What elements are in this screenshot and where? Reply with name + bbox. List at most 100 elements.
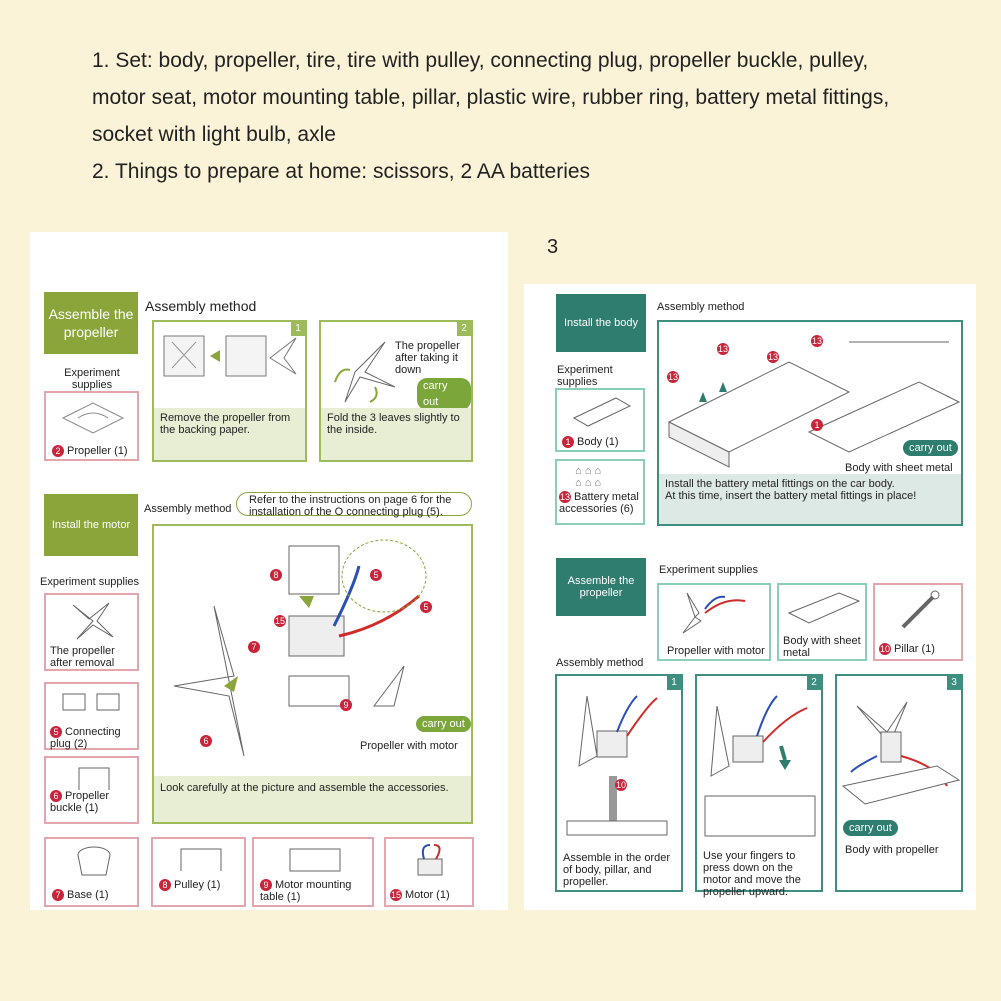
- step-caption: Use your fingers to press down on the mo…: [697, 846, 821, 890]
- carry-out-badge: carry out: [417, 378, 471, 410]
- body-sheet-metal-image: [783, 587, 863, 627]
- assembly-method-label: Assembly method: [144, 503, 231, 515]
- supply-number: 5: [50, 726, 62, 738]
- label-fitting-2: 13: [667, 371, 679, 383]
- label-pulley: 8: [270, 569, 282, 581]
- motor-assembly-diagram: 8 5 15 5 7 9 6 carry out Propeller with …: [152, 524, 473, 824]
- intro-text: 1. Set: body, propeller, tire, tire with…: [92, 42, 972, 190]
- supply-number: 10: [879, 643, 891, 655]
- assembly-method-label: Assembly method: [145, 298, 256, 314]
- carry-out-badge: carry out: [416, 716, 471, 732]
- label-body: 1: [811, 419, 823, 431]
- label-motor: 15: [274, 615, 286, 627]
- supply-label: Motor mounting table (1): [260, 879, 351, 903]
- result-label: Body with sheet metal: [845, 462, 953, 474]
- install-motor-header: Install the motor: [44, 494, 138, 556]
- supply-label: The propeller after removal: [50, 645, 130, 669]
- pillar-image: [889, 587, 949, 631]
- supply-body-with-sheet-metal: Body with sheet metal: [777, 583, 867, 661]
- step-number: 2: [457, 322, 471, 336]
- supply-number: 2: [52, 445, 64, 457]
- assembly-method-label: Assembly method: [556, 657, 643, 669]
- supply-propeller-after-removal: The propeller after removal: [44, 593, 139, 671]
- step-caption: Install the battery metal fittings on th…: [659, 474, 961, 524]
- experiment-supplies-label: Experiment supplies: [659, 564, 758, 576]
- supply-label: Battery metal accessories (6): [559, 491, 639, 515]
- step-fold-leaves: 2 The propeller after taking it down car…: [319, 320, 473, 462]
- base-image: [64, 841, 124, 881]
- assemble-propeller-header: Assemble the propeller: [44, 292, 138, 354]
- label-fitting-4: 13: [811, 335, 823, 347]
- label-plug: 5: [370, 569, 382, 581]
- press-motor-image: [697, 676, 821, 846]
- install-body-header: Install the body: [556, 294, 646, 352]
- intro-line-2: motor seat, motor mounting table, pillar…: [92, 79, 972, 116]
- supply-label: Body with sheet metal: [783, 635, 865, 659]
- body-image: [566, 392, 636, 428]
- propeller-motor-image: [665, 587, 765, 637]
- supply-label: Base (1): [67, 889, 109, 901]
- page-number: 3: [547, 236, 558, 259]
- result-label: Propeller with motor: [360, 740, 458, 752]
- propeller-sheet-image: [53, 398, 133, 438]
- intro-line-4: 2. Things to prepare at home: scissors, …: [92, 153, 972, 190]
- step-caption: Assemble in the order of body, pillar, a…: [557, 848, 681, 890]
- motor-image: [400, 841, 460, 879]
- supply-number: 1: [562, 436, 574, 448]
- carry-out-badge: carry out: [903, 440, 958, 456]
- label-base: 7: [248, 641, 260, 653]
- assemble-order-image: [557, 676, 681, 836]
- supply-number: 9: [260, 879, 272, 891]
- experiment-supplies-label: Experiment supplies: [52, 367, 132, 391]
- label-pillar: 10: [615, 779, 627, 791]
- supply-label: Motor (1): [405, 889, 450, 901]
- body-assembly-diagram: 13 13 13 13 1 carry out Body with sheet …: [657, 320, 963, 526]
- assembly-method-label: Assembly method: [657, 301, 744, 313]
- experiment-supplies-label: Experiment supplies: [557, 364, 627, 388]
- supply-number: 15: [390, 889, 402, 901]
- mounting-table-image: [280, 841, 350, 875]
- supply-propeller-with-motor: Propeller with motor: [657, 583, 771, 661]
- supply-label: Propeller with motor: [667, 645, 765, 657]
- supply-number: 8: [159, 879, 171, 891]
- supply-number: 7: [52, 889, 64, 901]
- supply-label: Body (1): [577, 436, 619, 448]
- refer-note: Refer to the instructions on page 6 for …: [236, 492, 472, 516]
- supply-label: Pulley (1): [174, 879, 220, 891]
- step-body-with-propeller: 3 carry out Body with propeller: [835, 674, 963, 892]
- folded-propeller-image: [325, 332, 415, 412]
- supply-number: 13: [559, 491, 571, 503]
- label-mounting-table: 9: [340, 699, 352, 711]
- step-assemble-order: 1 10 Assemble in the order of body, pill…: [555, 674, 683, 892]
- step-caption: Look carefully at the picture and assemb…: [154, 776, 471, 822]
- step-remove-propeller: 1 Remove the propeller from the backing …: [152, 320, 307, 462]
- propeller-removal-image: [158, 328, 303, 408]
- result-label: Body with propeller: [845, 844, 939, 856]
- supply-label: Propeller (1): [67, 445, 128, 457]
- body-with-propeller-image: [837, 676, 961, 816]
- supply-label: Pillar (1): [894, 643, 935, 655]
- step-press-motor: 2 Use your fingers to press down on the …: [695, 674, 823, 892]
- label-plug-2: 5: [420, 601, 432, 613]
- step-caption: Remove the propeller from the backing pa…: [154, 408, 305, 460]
- label-fitting-3: 13: [767, 351, 779, 363]
- experiment-supplies-label: Experiment supplies: [40, 576, 139, 588]
- propeller-image: [53, 597, 133, 641]
- pulley-image: [171, 841, 231, 877]
- label-fitting-1: 13: [717, 343, 729, 355]
- assemble-propeller-header: Assemble the propeller: [556, 558, 646, 616]
- intro-line-1: 1. Set: body, propeller, tire, tire with…: [92, 42, 972, 79]
- label-buckle: 6: [200, 735, 212, 747]
- step-caption: Fold the 3 leaves slightly to the inside…: [321, 408, 471, 460]
- supply-number: 6: [50, 790, 62, 802]
